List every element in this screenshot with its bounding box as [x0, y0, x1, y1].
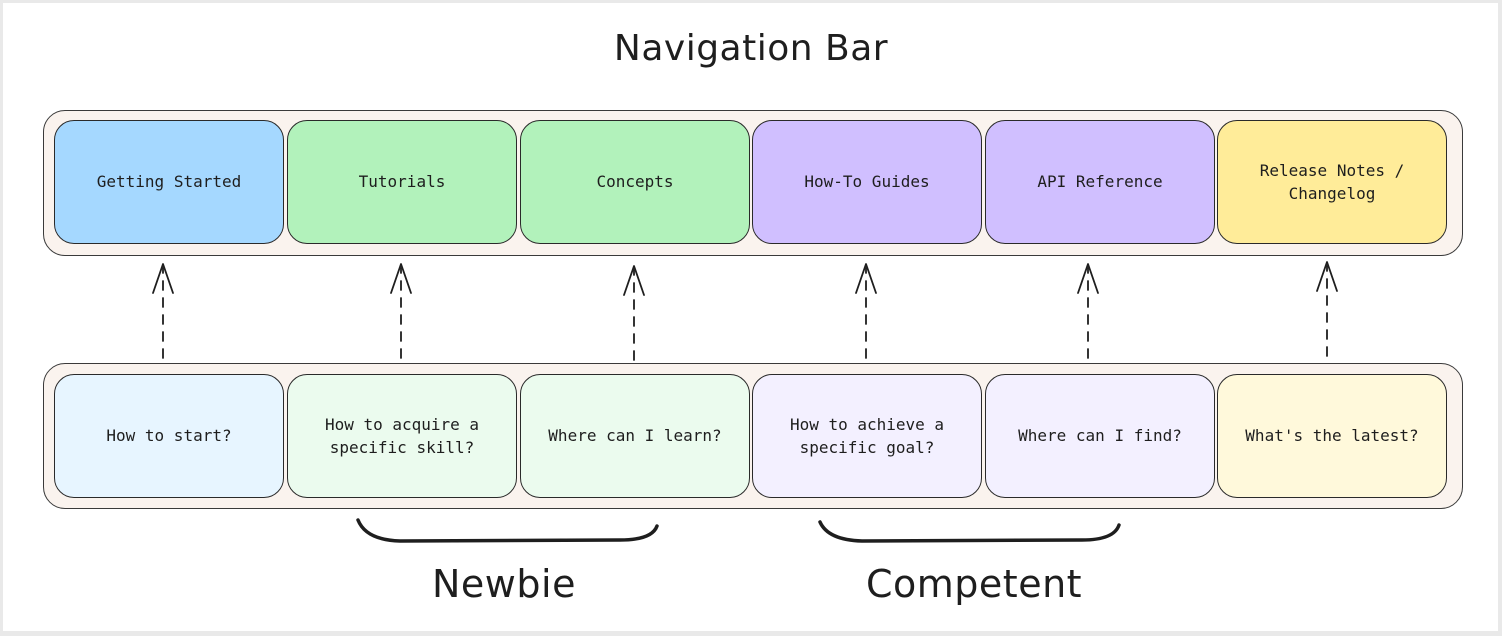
question-acquire-skill: How to acquire a specific skill?	[287, 374, 517, 498]
nav-item-release-notes[interactable]: Release Notes / Changelog	[1217, 120, 1447, 244]
arrow-getting-started	[152, 263, 174, 359]
arrow-api-reference	[1077, 263, 1099, 359]
question-how-to-start: How to start?	[54, 374, 284, 498]
question-achieve-goal: How to achieve a specific goal?	[752, 374, 982, 498]
arrow-how-to-guides	[855, 263, 877, 359]
questions-row: How to start? How to acquire a specific …	[43, 363, 1463, 509]
diagram-canvas	[3, 3, 1498, 631]
navigation-bar-row: Getting Started Tutorials Concepts How-T…	[43, 110, 1463, 256]
brace-competent	[818, 520, 1121, 543]
arrow-release-notes	[1316, 261, 1338, 357]
arrow-concepts	[623, 265, 645, 361]
arrow-tutorials	[390, 263, 412, 359]
question-whats-latest: What's the latest?	[1217, 374, 1447, 498]
nav-item-how-to-guides[interactable]: How-To Guides	[752, 120, 982, 244]
brace-newbie	[356, 518, 659, 543]
diagram-title: Navigation Bar	[613, 28, 889, 69]
nav-item-concepts[interactable]: Concepts	[520, 120, 750, 244]
question-where-find: Where can I find?	[985, 374, 1215, 498]
nav-item-tutorials[interactable]: Tutorials	[287, 120, 517, 244]
group-label-newbie: Newbie	[432, 562, 576, 606]
group-label-competent: Competent	[866, 562, 1083, 606]
question-where-learn: Where can I learn?	[520, 374, 750, 498]
nav-item-getting-started[interactable]: Getting Started	[54, 120, 284, 244]
nav-item-api-reference[interactable]: API Reference	[985, 120, 1215, 244]
